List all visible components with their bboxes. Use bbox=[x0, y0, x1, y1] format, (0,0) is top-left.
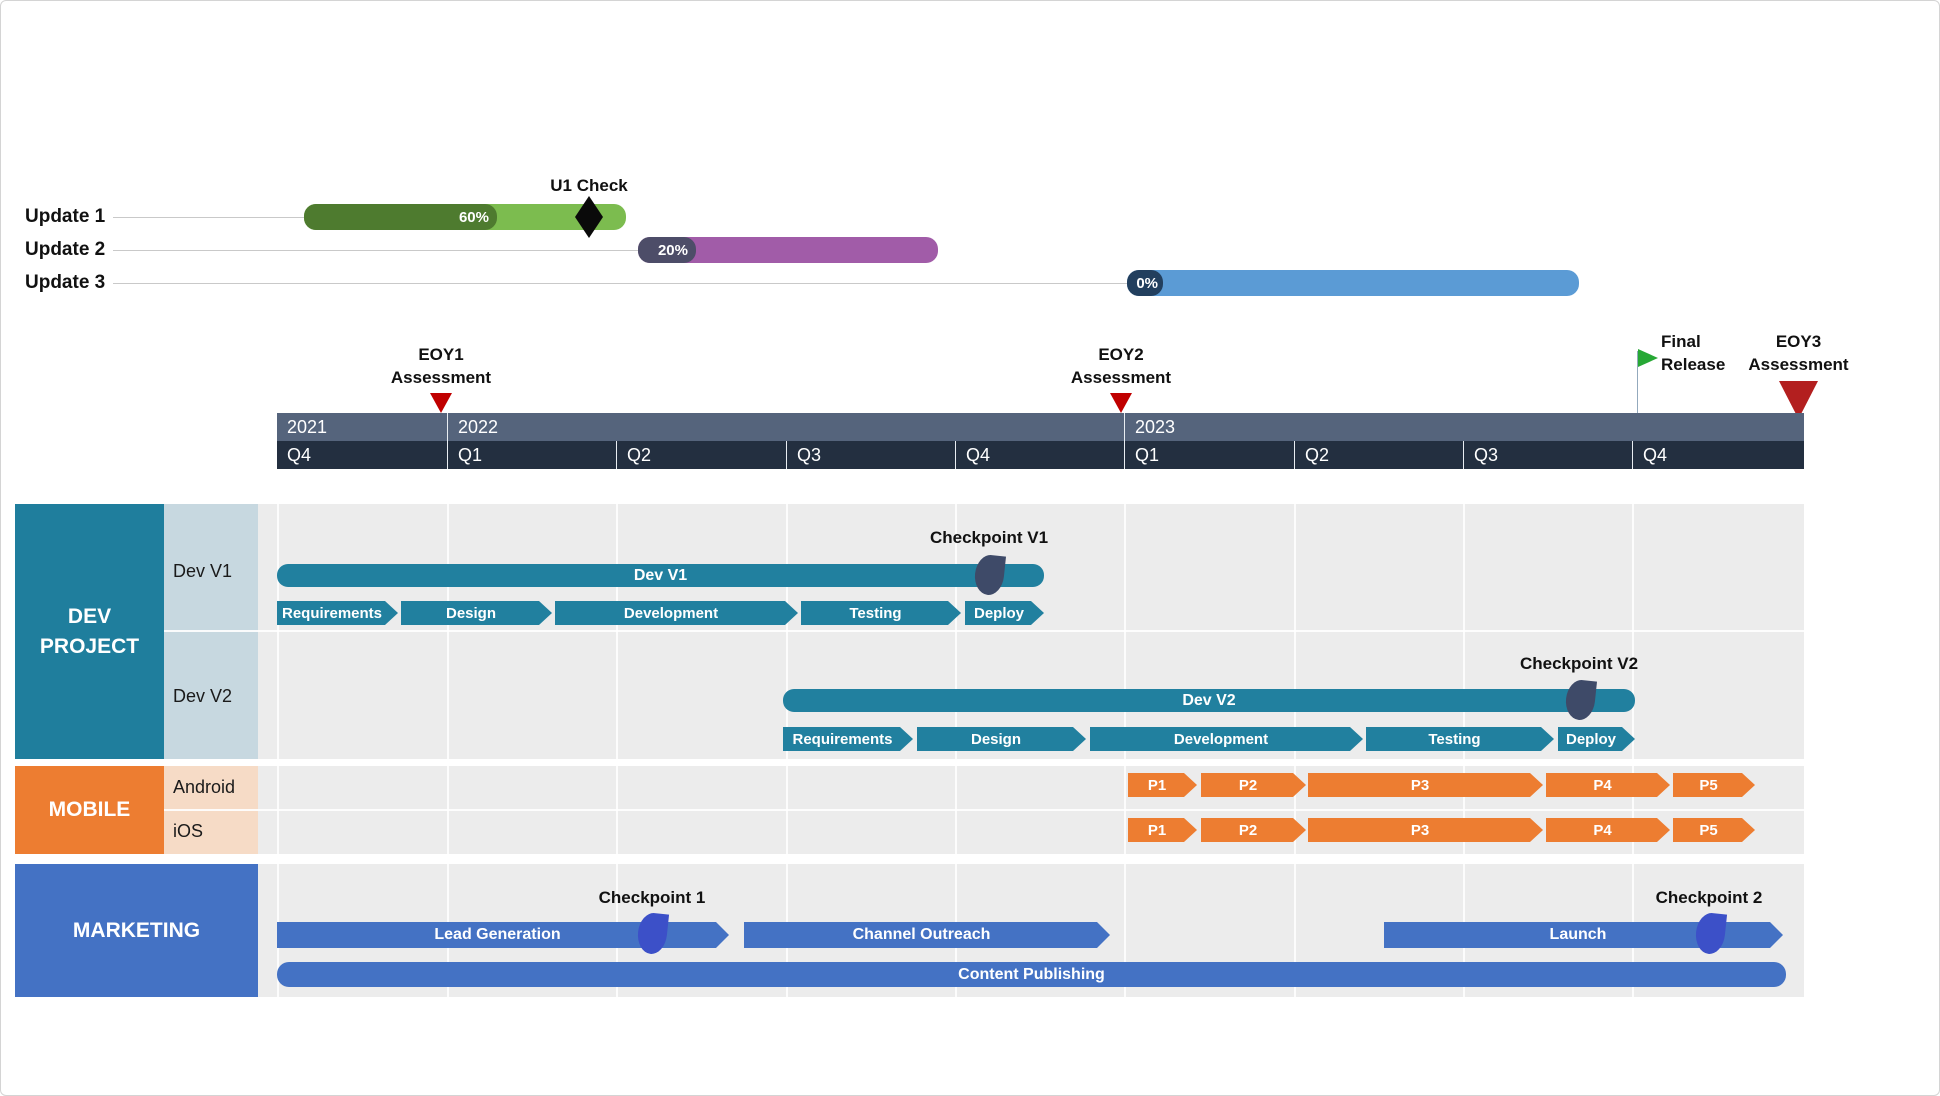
quarter-cell: Q1 bbox=[447, 441, 616, 469]
update3-connector bbox=[113, 283, 1127, 284]
dev-v1-phase-design[interactable]: Design bbox=[401, 601, 552, 625]
dev-v1-row-label: Dev V1 bbox=[173, 561, 233, 581]
dev-v1-phase-requirements[interactable]: Requirements bbox=[277, 601, 398, 625]
dev-v1-phase-deploy[interactable]: Deploy bbox=[965, 601, 1044, 625]
checkpoint-2-label: Checkpoint 2 bbox=[1655, 888, 1763, 907]
update2-progress-segment: 20% bbox=[638, 237, 696, 263]
quarter-cell: Q2 bbox=[1294, 441, 1463, 469]
dev-row-divider bbox=[164, 630, 1804, 632]
update2-bar[interactable]: 20% bbox=[638, 237, 938, 263]
ios-phase-p5[interactable]: P5 bbox=[1673, 818, 1755, 842]
dev-v2-summary-bar[interactable]: Dev V2 bbox=[783, 689, 1635, 712]
content-publishing-bar[interactable]: Content Publishing bbox=[277, 962, 1786, 987]
dev-v1-summary-bar[interactable]: Dev V1 bbox=[277, 564, 1044, 587]
update2-connector bbox=[113, 250, 638, 251]
checkpoint-v2-label: Checkpoint V2 bbox=[1519, 654, 1639, 673]
android-phase-p2[interactable]: P2 bbox=[1201, 773, 1306, 797]
eoy1-milestone-icon[interactable] bbox=[430, 393, 452, 413]
dev-v2-phase-design[interactable]: Design bbox=[917, 727, 1086, 751]
dev-v1-phase-development[interactable]: Development bbox=[555, 601, 798, 625]
final-release-flag-icon[interactable] bbox=[1638, 349, 1658, 367]
ios-phase-p4[interactable]: P4 bbox=[1546, 818, 1670, 842]
marketing-section-header: MARKETING bbox=[15, 864, 258, 997]
android-row-label: Android bbox=[173, 777, 236, 797]
ios-row-label: iOS bbox=[173, 821, 204, 841]
android-phase-p4[interactable]: P4 bbox=[1546, 773, 1670, 797]
update2-label: Update 2 bbox=[25, 239, 106, 260]
dev-v2-phase-requirements[interactable]: Requirements bbox=[783, 727, 913, 751]
final-release-flagpole bbox=[1637, 351, 1638, 413]
ios-phase-p1[interactable]: P1 bbox=[1128, 818, 1197, 842]
quarters-band: Q4 Q1 Q2 Q3 Q4 Q1 Q2 Q3 Q4 bbox=[277, 441, 1804, 469]
u1-check-label: U1 Check bbox=[550, 176, 628, 195]
quarter-cell: Q2 bbox=[616, 441, 786, 469]
mobile-section-header: MOBILE bbox=[15, 766, 164, 854]
android-phase-p5[interactable]: P5 bbox=[1673, 773, 1755, 797]
dev-v2-phase-development[interactable]: Development bbox=[1090, 727, 1363, 751]
quarter-cell: Q3 bbox=[786, 441, 955, 469]
checkpoint-1-label: Checkpoint 1 bbox=[598, 888, 706, 907]
update1-label: Update 1 bbox=[25, 206, 106, 227]
dev-v2-row-label: Dev V2 bbox=[173, 686, 233, 706]
dev-v1-phase-testing[interactable]: Testing bbox=[801, 601, 961, 625]
ios-phase-p3[interactable]: P3 bbox=[1308, 818, 1543, 842]
android-phase-p3[interactable]: P3 bbox=[1308, 773, 1543, 797]
update1-bar[interactable]: 60% bbox=[304, 204, 626, 230]
quarter-cell: Q4 bbox=[955, 441, 1124, 469]
eoy1-assessment-label: EOY1 Assessment bbox=[390, 345, 492, 387]
android-phase-p1[interactable]: P1 bbox=[1128, 773, 1197, 797]
ios-phase-p2[interactable]: P2 bbox=[1201, 818, 1306, 842]
quarter-cell: Q3 bbox=[1463, 441, 1632, 469]
final-release-label: Final Release bbox=[1661, 332, 1726, 374]
update1-progress-segment: 60% bbox=[304, 204, 497, 230]
quarter-cell: Q4 bbox=[1632, 441, 1804, 469]
dev-v2-phase-testing[interactable]: Testing bbox=[1366, 727, 1554, 751]
update3-progress-segment: 0% bbox=[1127, 270, 1163, 296]
eoy2-assessment-label: EOY2 Assessment bbox=[1070, 345, 1172, 387]
year-2021: 2021 bbox=[287, 416, 328, 437]
quarter-cell: Q1 bbox=[1124, 441, 1294, 469]
update3-label: Update 3 bbox=[25, 272, 106, 293]
channel-outreach-bar[interactable]: Channel Outreach bbox=[744, 922, 1110, 948]
eoy2-milestone-icon[interactable] bbox=[1110, 393, 1132, 413]
update3-bar[interactable]: 0% bbox=[1127, 270, 1579, 296]
dev-v2-phase-deploy[interactable]: Deploy bbox=[1558, 727, 1635, 751]
years-band: 2021 2022 2023 bbox=[277, 413, 1804, 441]
mobile-row-divider bbox=[164, 809, 1804, 811]
year-2022: 2022 bbox=[447, 413, 1124, 441]
eoy3-assessment-label: EOY3 Assessment bbox=[1748, 332, 1849, 374]
checkpoint-v1-label: Checkpoint V1 bbox=[929, 528, 1049, 547]
update1-connector bbox=[113, 217, 304, 218]
u1-check-diamond-icon[interactable] bbox=[575, 196, 603, 238]
quarter-cell: Q4 bbox=[287, 444, 312, 465]
year-2023: 2023 bbox=[1124, 413, 1804, 441]
